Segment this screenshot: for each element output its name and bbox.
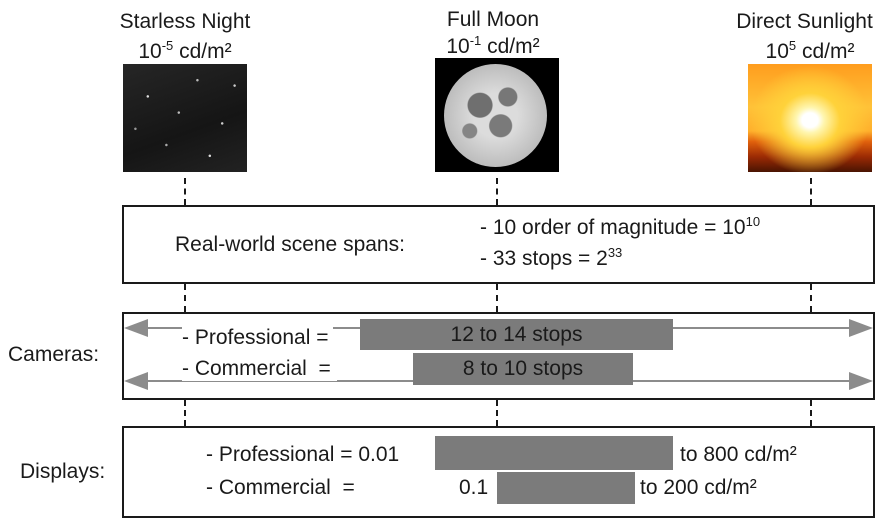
- camera-commercial-range: 8 to 10 stops: [462, 357, 584, 380]
- guide-line-sun-3: [810, 400, 812, 426]
- camera-commercial-label: - Commercial =: [182, 357, 337, 381]
- starless-night-photo: [123, 64, 247, 172]
- real-world-box: [122, 205, 875, 284]
- display-professional-label: - Professional = 0.01: [206, 443, 400, 466]
- display-commercial-label: - Commercial =: [206, 476, 355, 499]
- luminance-exponent: 5: [788, 38, 797, 53]
- scene-luminance-starless-night: 10-5 cd/m²: [105, 38, 265, 64]
- guide-line-night-3: [184, 400, 186, 426]
- commercial-arrow-right-head: [849, 372, 873, 390]
- stops-exponent: 33: [607, 245, 623, 260]
- luminance-exponent: -1: [469, 33, 482, 48]
- luminance-base: 10: [446, 35, 470, 58]
- scene-title-direct-sunlight: Direct Sunlight: [736, 10, 873, 33]
- scene-luminance-full-moon: 10-1 cd/m²: [413, 33, 573, 59]
- guide-line-night-1: [184, 178, 186, 205]
- camera-professional-label: - Professional =: [182, 326, 333, 350]
- luminance-base: 10: [765, 40, 789, 63]
- guide-line-moon-1: [496, 178, 498, 205]
- stops-text: - 33 stops = 2: [480, 247, 608, 270]
- display-professional-max: to 800 cd/m²: [680, 443, 797, 466]
- guide-line-night-2: [184, 284, 186, 312]
- displays-label: Displays:: [20, 460, 106, 483]
- camera-professional-bar: [360, 319, 673, 350]
- commercial-arrow-left-head: [124, 372, 148, 390]
- display-professional-bar: [435, 436, 673, 470]
- real-world-label: Real-world scene spans:: [175, 233, 405, 256]
- guide-line-sun-1: [810, 178, 812, 205]
- guide-line-moon-3: [496, 400, 498, 426]
- camera-commercial-bar: [413, 353, 633, 385]
- magnitude-text: - 10 order of magnitude = 10: [480, 216, 746, 239]
- luminance-unit: cd/m²: [173, 40, 232, 63]
- professional-arrow-left-head: [124, 319, 148, 337]
- camera-professional-range: 12 to 14 stops: [450, 323, 583, 346]
- magnitude-exponent: 10: [745, 214, 761, 229]
- display-commercial-min: 0.1: [459, 476, 489, 499]
- scene-title-starless-night: Starless Night: [119, 10, 251, 33]
- real-world-magnitude: - 10 order of magnitude = 1010: [480, 214, 761, 240]
- display-commercial-max: to 200 cd/m²: [640, 476, 757, 499]
- full-moon-photo: [435, 58, 559, 172]
- guide-line-moon-2: [496, 284, 498, 312]
- luminance-unit: cd/m²: [796, 40, 855, 63]
- guide-line-sun-2: [810, 284, 812, 312]
- professional-arrow-right-head: [849, 319, 873, 337]
- luminance-exponent: -5: [161, 38, 174, 53]
- moon-disc: [444, 64, 547, 167]
- scene-luminance-direct-sunlight: 105 cd/m²: [730, 38, 890, 64]
- real-world-stops: - 33 stops = 233: [480, 245, 623, 271]
- direct-sunlight-photo: [748, 64, 872, 172]
- luminance-base: 10: [138, 40, 162, 63]
- display-commercial-bar: [497, 472, 635, 504]
- luminance-unit: cd/m²: [481, 35, 540, 58]
- cameras-label: Cameras:: [8, 343, 100, 366]
- scene-title-full-moon: Full Moon: [446, 8, 540, 31]
